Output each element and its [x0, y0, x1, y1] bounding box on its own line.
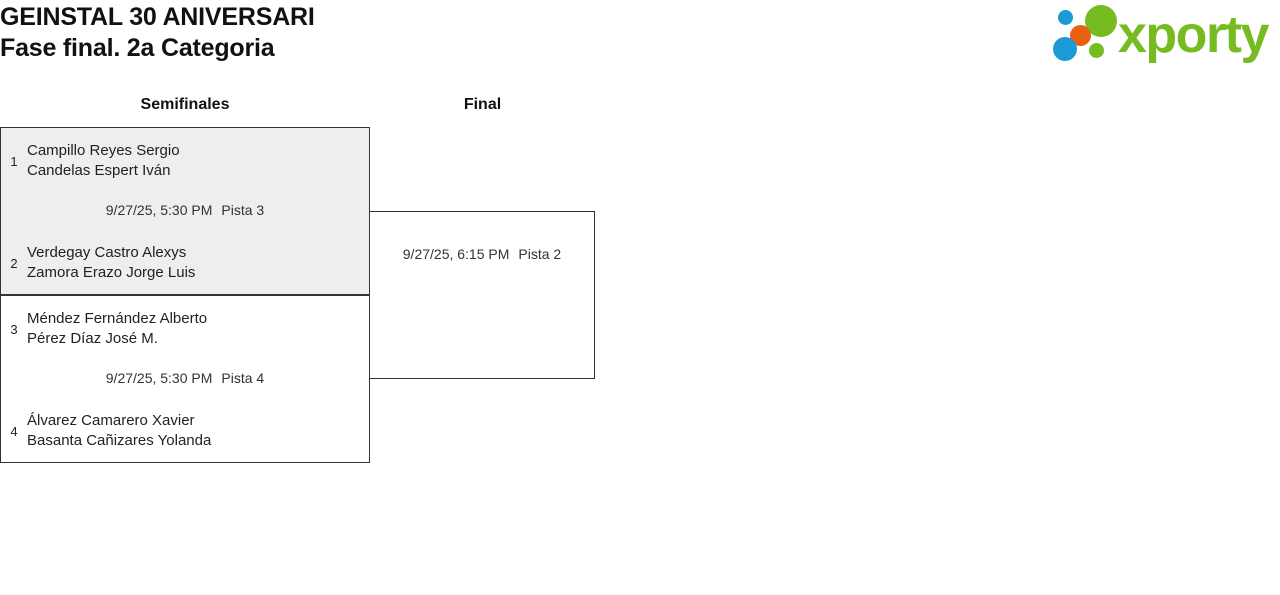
team-players: Méndez Fernández Alberto Pérez Díaz José… [27, 309, 369, 349]
player-name: Candelas Espert Iván [27, 162, 171, 179]
player-name: Verdegay Castro Alexys [27, 244, 187, 261]
tournament-title-line-1: GEINSTAL 30 ANIVERSARI [0, 3, 315, 31]
team-players: Álvarez Camarero Xavier Basanta Cañizare… [27, 411, 369, 451]
match-datetime: 9/27/25, 6:15 PM [402, 246, 510, 262]
xporty-logo[interactable]: xporty [1052, 4, 1276, 66]
team-players: Verdegay Castro Alexys Zamora Erazo Jorg… [27, 243, 369, 283]
tournament-title: GEINSTAL 30 ANIVERSARI Fase final. 2a Ca… [0, 2, 315, 64]
match-info: 9/27/25, 5:30 PM Pista 3 [1, 202, 369, 218]
team-seed: 4 [10, 423, 18, 439]
player-name: Pérez Díaz José M. [27, 330, 158, 347]
player-name: Méndez Fernández Alberto [27, 310, 208, 327]
match-court: Pista 2 [518, 246, 562, 262]
player-name: Campillo Reyes Sergio [27, 142, 180, 159]
match-court: Pista 3 [221, 202, 265, 218]
logo-dot-green-small [1089, 43, 1104, 58]
round-header-final: Final [463, 96, 502, 113]
match-team-top[interactable]: 1 Campillo Reyes Sergio Candelas Espert … [1, 138, 369, 184]
logo-dots-icon [1052, 4, 1124, 66]
logo-wordmark: xporty [1118, 6, 1269, 64]
match-team-bottom[interactable]: 4 Álvarez Camarero Xavier Basanta Cañiza… [1, 408, 369, 454]
match-semifinal-1[interactable]: 1 Campillo Reyes Sergio Candelas Espert … [0, 127, 370, 295]
round-header-semifinales: Semifinales [140, 96, 230, 113]
team-seed: 2 [10, 255, 18, 271]
tournament-title-line-2: Fase final. 2a Categoria [0, 34, 275, 62]
match-semifinal-2[interactable]: 3 Méndez Fernández Alberto Pérez Díaz Jo… [0, 295, 370, 463]
match-team-top[interactable]: 3 Méndez Fernández Alberto Pérez Díaz Jo… [1, 306, 369, 352]
match-info: 9/27/25, 5:30 PM Pista 4 [1, 370, 369, 386]
match-final[interactable]: 9/27/25, 6:15 PM Pista 2 [369, 211, 595, 379]
match-team-bottom[interactable]: 2 Verdegay Castro Alexys Zamora Erazo Jo… [1, 240, 369, 286]
player-name: Basanta Cañizares Yolanda [27, 432, 212, 449]
team-players: Campillo Reyes Sergio Candelas Espert Iv… [27, 141, 369, 181]
match-info: 9/27/25, 6:15 PM Pista 2 [370, 246, 594, 262]
match-court: Pista 4 [221, 370, 265, 386]
match-datetime: 9/27/25, 5:30 PM [105, 202, 213, 218]
team-seed: 3 [10, 321, 18, 337]
logo-dot-blue-small [1058, 10, 1073, 25]
match-datetime: 9/27/25, 5:30 PM [105, 370, 213, 386]
logo-dot-blue-large [1053, 37, 1077, 61]
team-seed: 1 [10, 153, 18, 169]
player-name: Zamora Erazo Jorge Luis [27, 264, 196, 281]
player-name: Álvarez Camarero Xavier [27, 412, 195, 429]
page-header: GEINSTAL 30 ANIVERSARI Fase final. 2a Ca… [0, 0, 1280, 80]
logo-dot-orange [1070, 25, 1091, 46]
